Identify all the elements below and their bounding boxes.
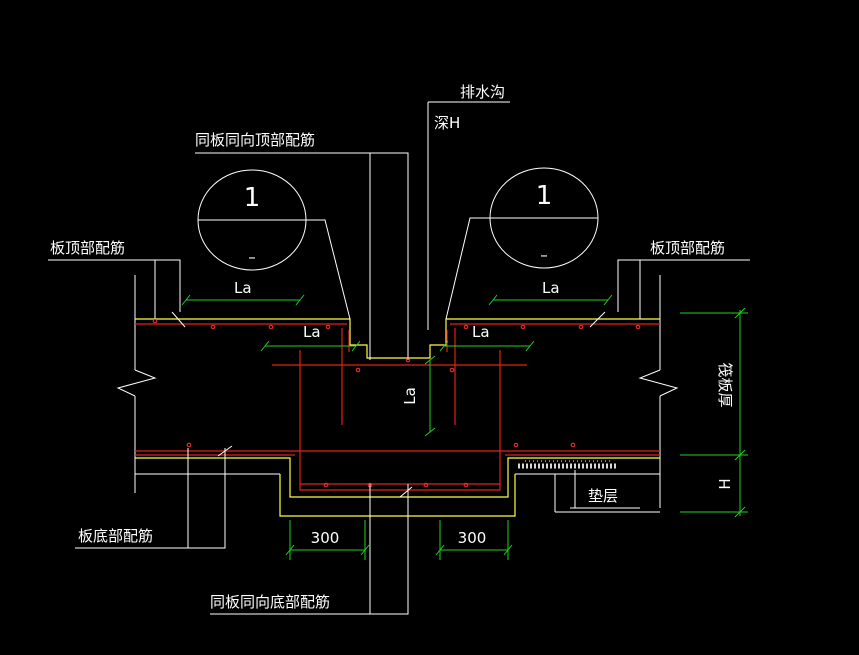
detail-sheet-left: – (248, 248, 256, 266)
rebar-lines (135, 323, 660, 491)
depth-h-label: H (716, 478, 734, 489)
detail-sheet-right: – (540, 246, 548, 264)
cushion-layer (518, 460, 618, 469)
dim-la-top-right: La (542, 279, 560, 297)
top-rebar-same-label: 同板同向顶部配筋 (195, 131, 315, 149)
dimension-lines (181, 294, 748, 560)
dim-la-inner-right: La (472, 323, 490, 341)
dim-width-right: 300 (458, 529, 487, 547)
detail-symbol-right (445, 167, 599, 320)
cushion-label: 垫层 (588, 487, 618, 505)
raft-thickness-label: 筏板厚 (716, 362, 734, 407)
leader-lines (48, 101, 750, 615)
detail-symbol-left (197, 169, 351, 320)
slab-bottom-rebar-label: 板底部配筋 (78, 527, 153, 545)
detail-number-left: 1 (244, 183, 261, 213)
slab-outline (116, 275, 679, 513)
rebar-dots (152, 318, 641, 488)
detail-number-right: 1 (536, 181, 553, 211)
dim-la-inner-left: La (303, 323, 321, 341)
slab-top-rebar-right-label: 板顶部配筋 (650, 239, 725, 257)
dim-width-left: 300 (311, 529, 340, 547)
drain-title-label: 排水沟 (460, 83, 505, 101)
drain-depth-label: 深H (434, 114, 460, 132)
concrete-outline (135, 318, 660, 517)
slab-top-rebar-left-label: 板顶部配筋 (50, 239, 125, 257)
dim-la-vertical: La (401, 387, 419, 405)
bottom-rebar-same-label: 同板同向底部配筋 (210, 593, 330, 611)
dim-la-top-left: La (234, 279, 252, 297)
